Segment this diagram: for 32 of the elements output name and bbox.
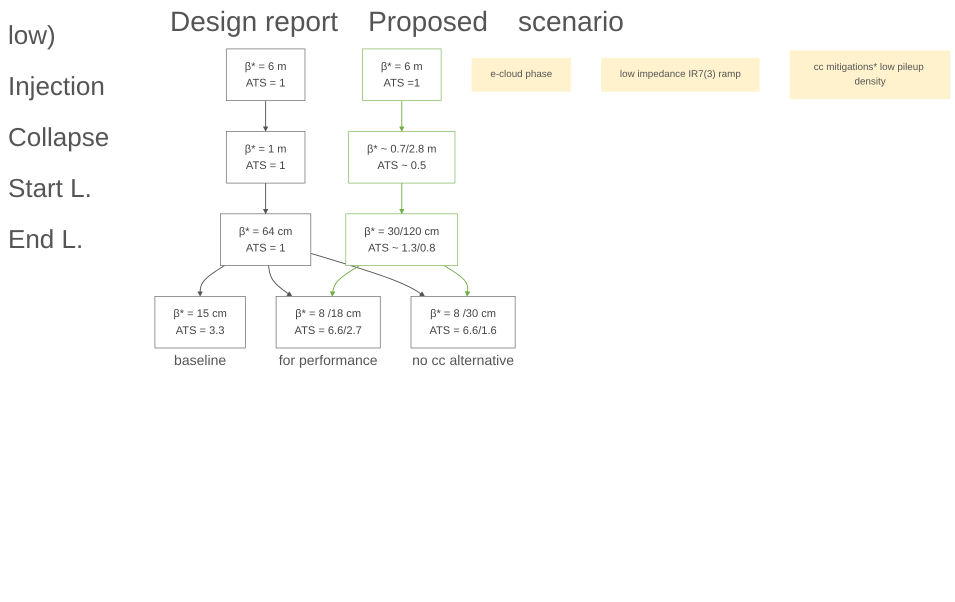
arrow <box>268 265 292 297</box>
node-box: β* = 8 /30 cm ATS = 6.6/1.6 <box>410 296 516 348</box>
arrow <box>262 100 268 132</box>
node-box: β* = 30/120 cm ATS ~ 1.3/0.8 <box>345 214 458 266</box>
node-box: β* = 8 /18 cm ATS = 6.6/2.7 <box>276 296 381 348</box>
arrow <box>399 182 404 214</box>
arrow <box>444 265 470 297</box>
arrow <box>399 100 404 132</box>
arrow <box>197 265 226 297</box>
arrow <box>310 252 425 297</box>
node-box: β* = 15 cm ATS = 3.3 <box>154 296 246 348</box>
row-label: Start L. <box>8 173 93 204</box>
node-box: β* = 64 cm ATS = 1 <box>220 214 312 266</box>
node-box: e-cloud phase <box>472 58 571 92</box>
column-heading: scenario <box>518 6 624 38</box>
row-label: Collapse <box>8 122 110 153</box>
row-label: Injection <box>8 71 106 102</box>
node-box: β* ~ 0.7/2.8 m ATS ~ 0.5 <box>348 131 456 184</box>
node-box: cc mitigations* low pileup density <box>790 50 950 100</box>
column-heading: Proposed <box>368 6 488 38</box>
node-caption: for performance <box>278 352 378 368</box>
node-box: β* = 6 m ATS = 1 <box>226 48 306 101</box>
arrow <box>262 182 268 214</box>
arrow <box>330 265 360 297</box>
node-box: β* = 1 m ATS = 1 <box>226 131 306 184</box>
column-heading: Design report <box>170 6 338 38</box>
node-box: low impedance IR7(3) ramp <box>601 58 760 92</box>
row-label: End L. <box>8 224 84 255</box>
node-box: β* = 6 m ATS =1 <box>362 48 442 101</box>
node-caption: no cc alternative <box>412 352 514 368</box>
node-caption: baseline <box>174 352 226 368</box>
row-label: low) <box>8 20 57 51</box>
